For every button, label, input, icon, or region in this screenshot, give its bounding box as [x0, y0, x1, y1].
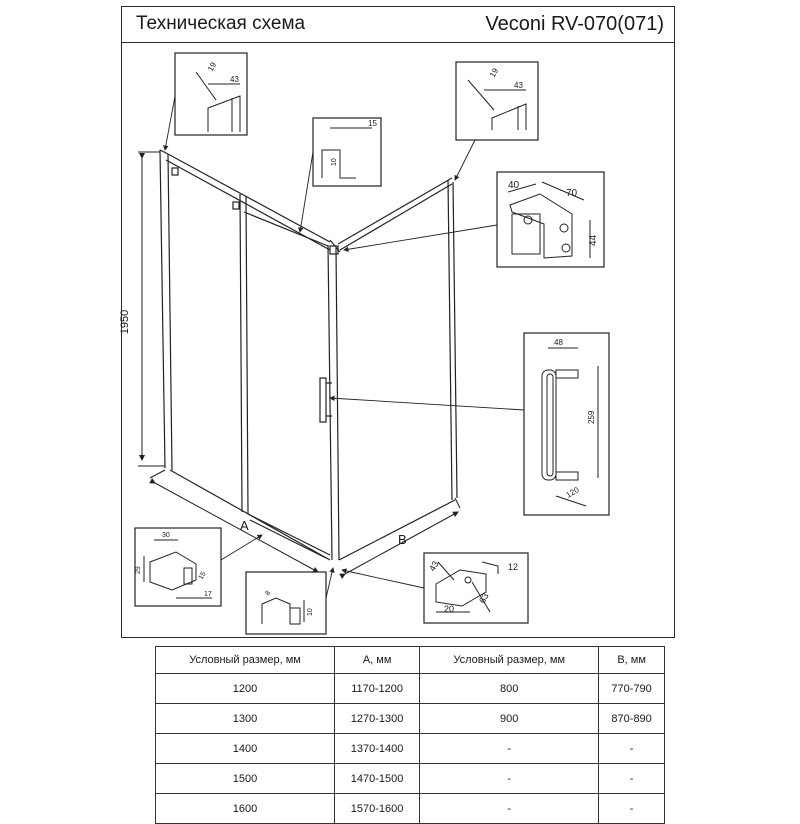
shower-cabin: [159, 149, 458, 561]
table-header: Условный размер, мм: [154, 646, 336, 674]
table-cell: 1500: [154, 763, 336, 794]
model-name: Veconi RV-070(071): [485, 13, 664, 35]
size-table: Условный размер, мм А, мм Условный разме…: [154, 646, 665, 824]
table-cell: 1600: [154, 793, 336, 824]
table-row: 1300 1270-1300 900 870-890: [154, 703, 665, 734]
table-cell: 1370-1400: [334, 733, 421, 764]
drawing-frame: [121, 43, 675, 638]
table-row: 1500 1470-1500 - -: [154, 763, 665, 794]
dim-d7b: 10: [307, 608, 314, 616]
detail-bottom-guide: [134, 527, 222, 607]
table-cell: -: [598, 763, 665, 794]
dim-d8d: 63: [477, 591, 491, 605]
table-cell: 870-890: [598, 703, 665, 734]
dim-d5b: 259: [587, 410, 596, 424]
table-row: 1400 1370-1400 - -: [154, 733, 665, 764]
dim-d4b: 70: [566, 188, 578, 199]
detail-handle: [523, 332, 610, 516]
b-label: B: [398, 532, 407, 547]
table-cell: -: [598, 793, 665, 824]
table-row: 1600 1570-1600 - -: [154, 793, 665, 824]
table-cell: -: [419, 733, 600, 764]
detail-wall-profile-right: [455, 61, 539, 141]
table-cell: -: [419, 763, 600, 794]
dim-d1b: 43: [230, 75, 239, 84]
dim-d8b: 12: [508, 562, 518, 572]
table-cell: 1270-1300: [334, 703, 421, 734]
dim-d6b: 29: [135, 566, 142, 574]
a-label: A: [240, 518, 249, 533]
dim-d1a: 19: [206, 60, 219, 73]
table-cell: -: [598, 733, 665, 764]
table-cell: 800: [419, 673, 600, 704]
table-cell: 1300: [154, 703, 336, 734]
dim-d4a: 40: [508, 180, 520, 191]
dim-d2b: 43: [514, 81, 523, 90]
dim-d3: 15: [368, 119, 377, 128]
dim-d7a: 8: [264, 590, 272, 598]
dim-d6c: 15: [198, 571, 208, 581]
table-header: В, мм: [598, 646, 665, 674]
technical-drawing: 1950 A B 19 43 15 10 19 43 40 70 44 48 2…: [119, 52, 610, 635]
table-cell: 1400: [154, 733, 336, 764]
dim-d6d: 17: [204, 591, 212, 598]
table-header-row: Условный размер, мм А, мм Условный разме…: [154, 646, 665, 674]
table-cell: 1170-1200: [334, 673, 421, 704]
table-cell: 1470-1500: [334, 763, 421, 794]
dim-d5c: 120: [565, 485, 582, 500]
detail-seal-profile: [245, 571, 327, 635]
table-header: Условный размер, мм: [419, 646, 600, 674]
table-header: А, мм: [334, 646, 421, 674]
width-b-dimension: [339, 497, 461, 580]
dim-d6a: 30: [162, 532, 170, 539]
table-cell: 1200: [154, 673, 336, 704]
height-dimension: [138, 151, 165, 467]
dim-d3v: 10: [331, 158, 338, 166]
width-a-dimension: [149, 469, 319, 573]
table-row: 1200 1170-1200 800 770-790: [154, 673, 665, 704]
dim-d4c: 44: [588, 234, 599, 246]
dim-d5a: 48: [554, 338, 563, 347]
table-cell: 1570-1600: [334, 793, 421, 824]
table-cell: 900: [419, 703, 600, 734]
dim-d8c: 20: [444, 604, 454, 614]
dim-d8a: 43: [427, 559, 441, 573]
table-cell: -: [419, 793, 600, 824]
table-cell: 770-790: [598, 673, 665, 704]
dim-d2a: 19: [488, 66, 501, 79]
title-bar: Техническая схема Veconi RV-070(071): [121, 6, 675, 43]
detail-corner-bracket: [496, 171, 605, 268]
height-label: 1950: [119, 310, 131, 334]
detail-wall-profile-left: [174, 52, 248, 136]
page-title: Техническая схема: [136, 13, 306, 34]
